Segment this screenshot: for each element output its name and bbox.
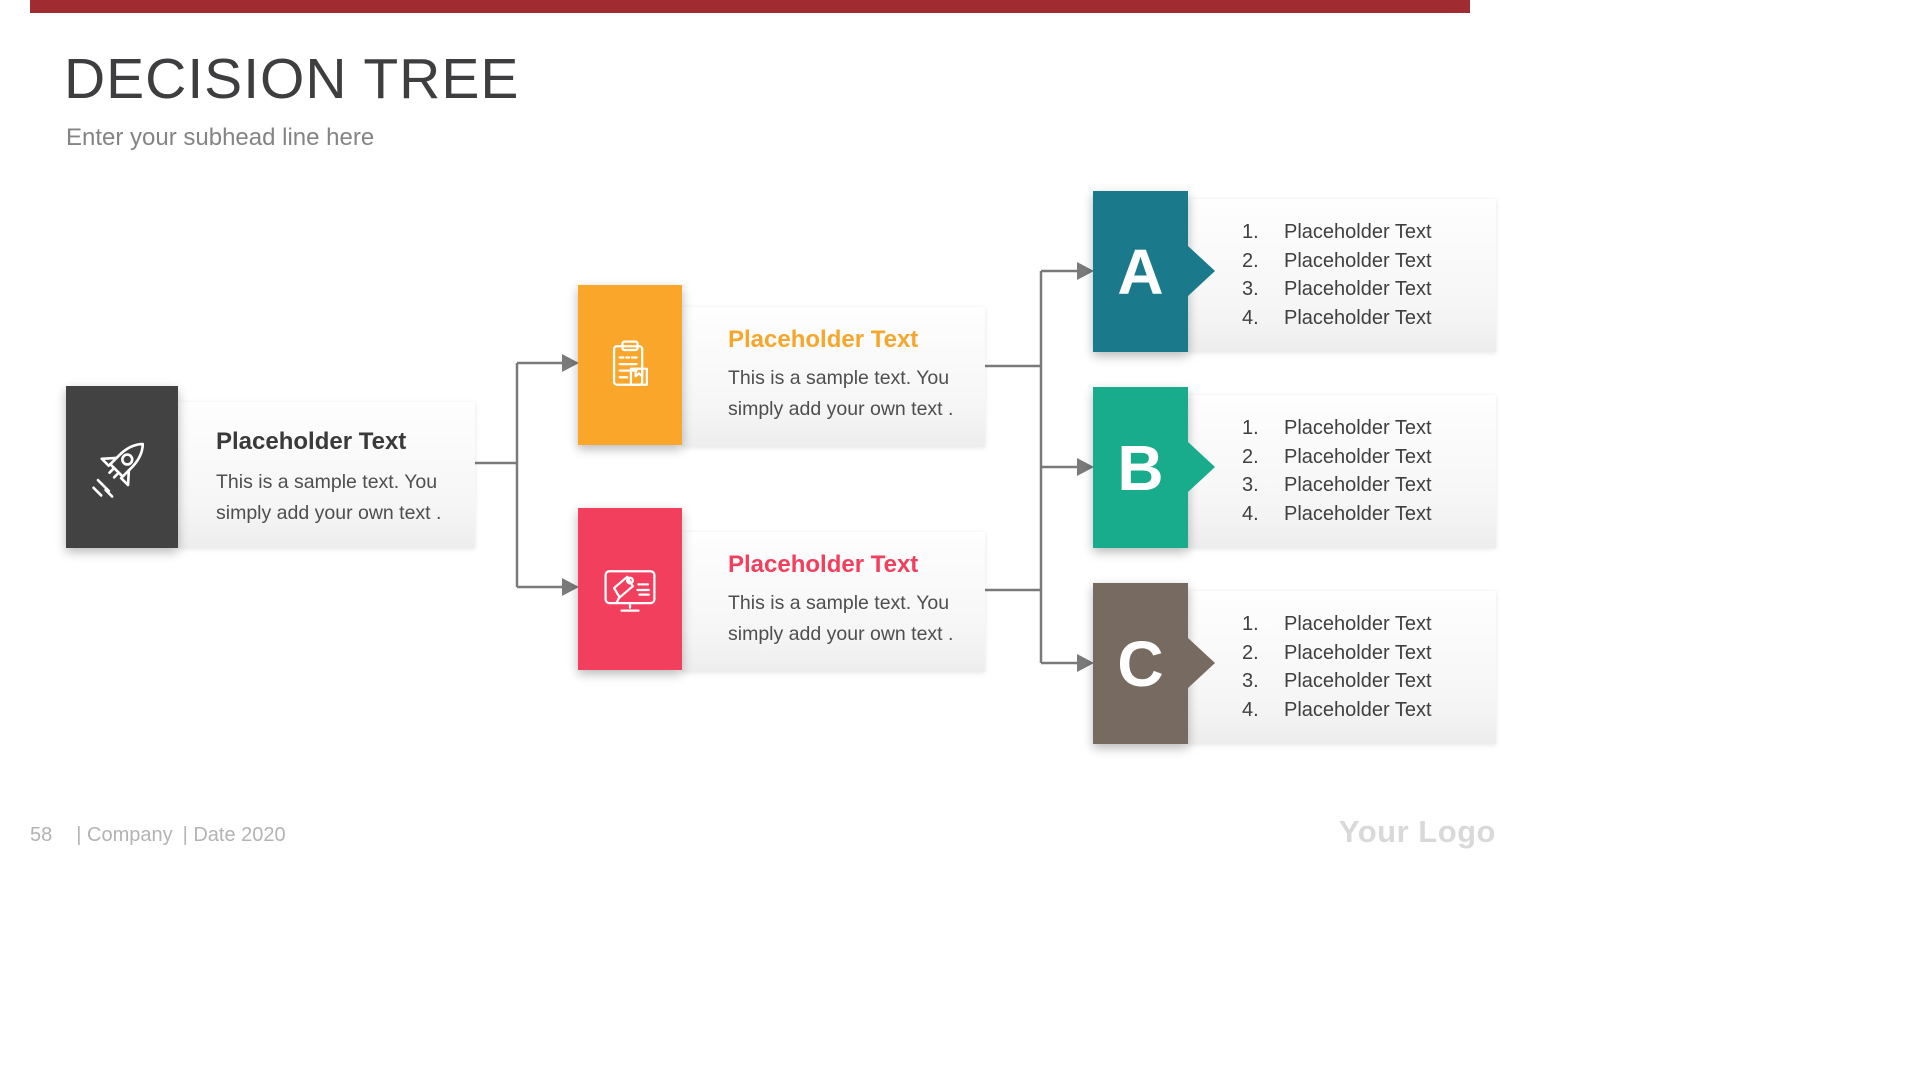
list-item: 1. Placeholder Text [1186,610,1496,639]
page-number: 58 [30,824,53,846]
list-item: 2. Placeholder Text [1186,247,1496,276]
megaphone-monitor-icon [604,570,656,612]
outcome-b-pointer [1188,442,1215,492]
outcome-a-label: A [1117,235,1164,308]
list-text: Placeholder Text [1284,641,1432,664]
clipboard-icon [612,340,648,386]
outcome-a-box: A [1093,191,1215,352]
footer-date: | Date 2020 [182,824,286,846]
root-text-panel: Placeholder Text This is a sample text. … [178,402,475,548]
list-item: 3. Placeholder Text [1186,275,1496,304]
root-heading: Placeholder Text [216,428,407,455]
branch-pink-icon-box [578,508,682,670]
footer: 58 | Company | Date 2020 [30,824,286,847]
arrowhead-icon [1077,262,1094,280]
list-number: 1. [1242,613,1259,635]
list-number: 3. [1242,278,1259,301]
list-number: 4. [1242,306,1259,329]
branch-yellow-heading: Placeholder Text [728,326,919,353]
list-item: 4. Placeholder Text [1186,304,1496,333]
root-icon-box [66,386,178,548]
branch-pink-body-line1: This is a sample text. You [728,592,950,614]
list-number: 4. [1242,502,1259,525]
outcome-b-panel: 1. Placeholder Text 2. Placeholder Text 3.… [1186,395,1496,548]
list-item: 3. Placeholder Text [1186,471,1496,500]
list-item: 2. Placeholder Text [1186,443,1496,472]
list-text: Placeholder Text [1284,417,1432,439]
list-item: 4. Placeholder Text [1186,696,1496,725]
outcome-b-box: B [1093,387,1215,548]
list-text: Placeholder Text [1284,445,1432,468]
list-text: Placeholder Text [1284,221,1432,243]
list-number: 2. [1242,445,1259,468]
outcome-a-pointer [1188,246,1215,296]
branch-yellow-panel: Placeholder Text This is a sample text. … [682,307,985,447]
footer-company: | Company [76,824,173,846]
list-text: Placeholder Text [1284,698,1432,721]
arrowhead-icon [562,354,579,372]
outcome-c-label: C [1117,627,1164,700]
list-text: Placeholder Text [1284,613,1432,635]
branch-yellow-body-line2: simply add your own text . [728,398,954,420]
list-item: 4. Placeholder Text [1186,500,1496,529]
rocket-icon [92,442,145,498]
list-item: 1. Placeholder Text [1186,218,1496,247]
list-text: Placeholder Text [1284,249,1432,272]
root-body-line2: simply add your own text . [216,502,442,524]
list-item: 3. Placeholder Text [1186,667,1496,696]
branch-yellow-body-line1: This is a sample text. You [728,367,950,389]
arrowhead-icon [1077,654,1094,672]
accent-bar [30,0,1470,13]
outcome-b-label: B [1117,431,1164,504]
page-subtitle: Enter your subhead line here [66,124,375,151]
root-body-line1: This is a sample text. You [216,471,438,493]
list-number: 3. [1242,474,1259,497]
list-number: 3. [1242,670,1259,693]
list-item: 1. Placeholder Text [1186,414,1496,443]
list-number: 1. [1242,221,1259,243]
list-text: Placeholder Text [1284,306,1432,329]
list-text: Placeholder Text [1284,474,1432,497]
list-text: Placeholder Text [1284,670,1432,693]
branch-yellow-icon-box [578,285,682,445]
outcome-a-panel: 1. Placeholder Text 2. Placeholder Text 3.… [1186,199,1496,352]
outcome-c-box: C [1093,583,1215,744]
branch-pink-body-line2: simply add your own text . [728,623,954,645]
logo-watermark: Your Logo [1338,814,1496,849]
page-title: DECISION TREE [64,47,520,111]
branch-pink-heading: Placeholder Text [728,551,919,578]
arrowhead-icon [562,578,579,596]
arrowhead-icon [1077,458,1094,476]
list-number: 2. [1242,249,1259,272]
branch-pink-panel: Placeholder Text This is a sample text. … [682,532,985,672]
outcome-c-pointer [1188,638,1215,688]
list-item: 2. Placeholder Text [1186,639,1496,668]
outcome-c-panel: 1. Placeholder Text 2. Placeholder Text 3.… [1186,591,1496,744]
list-number: 1. [1242,417,1259,439]
list-number: 4. [1242,698,1259,721]
list-text: Placeholder Text [1284,502,1432,525]
list-number: 2. [1242,641,1259,664]
list-text: Placeholder Text [1284,278,1432,301]
